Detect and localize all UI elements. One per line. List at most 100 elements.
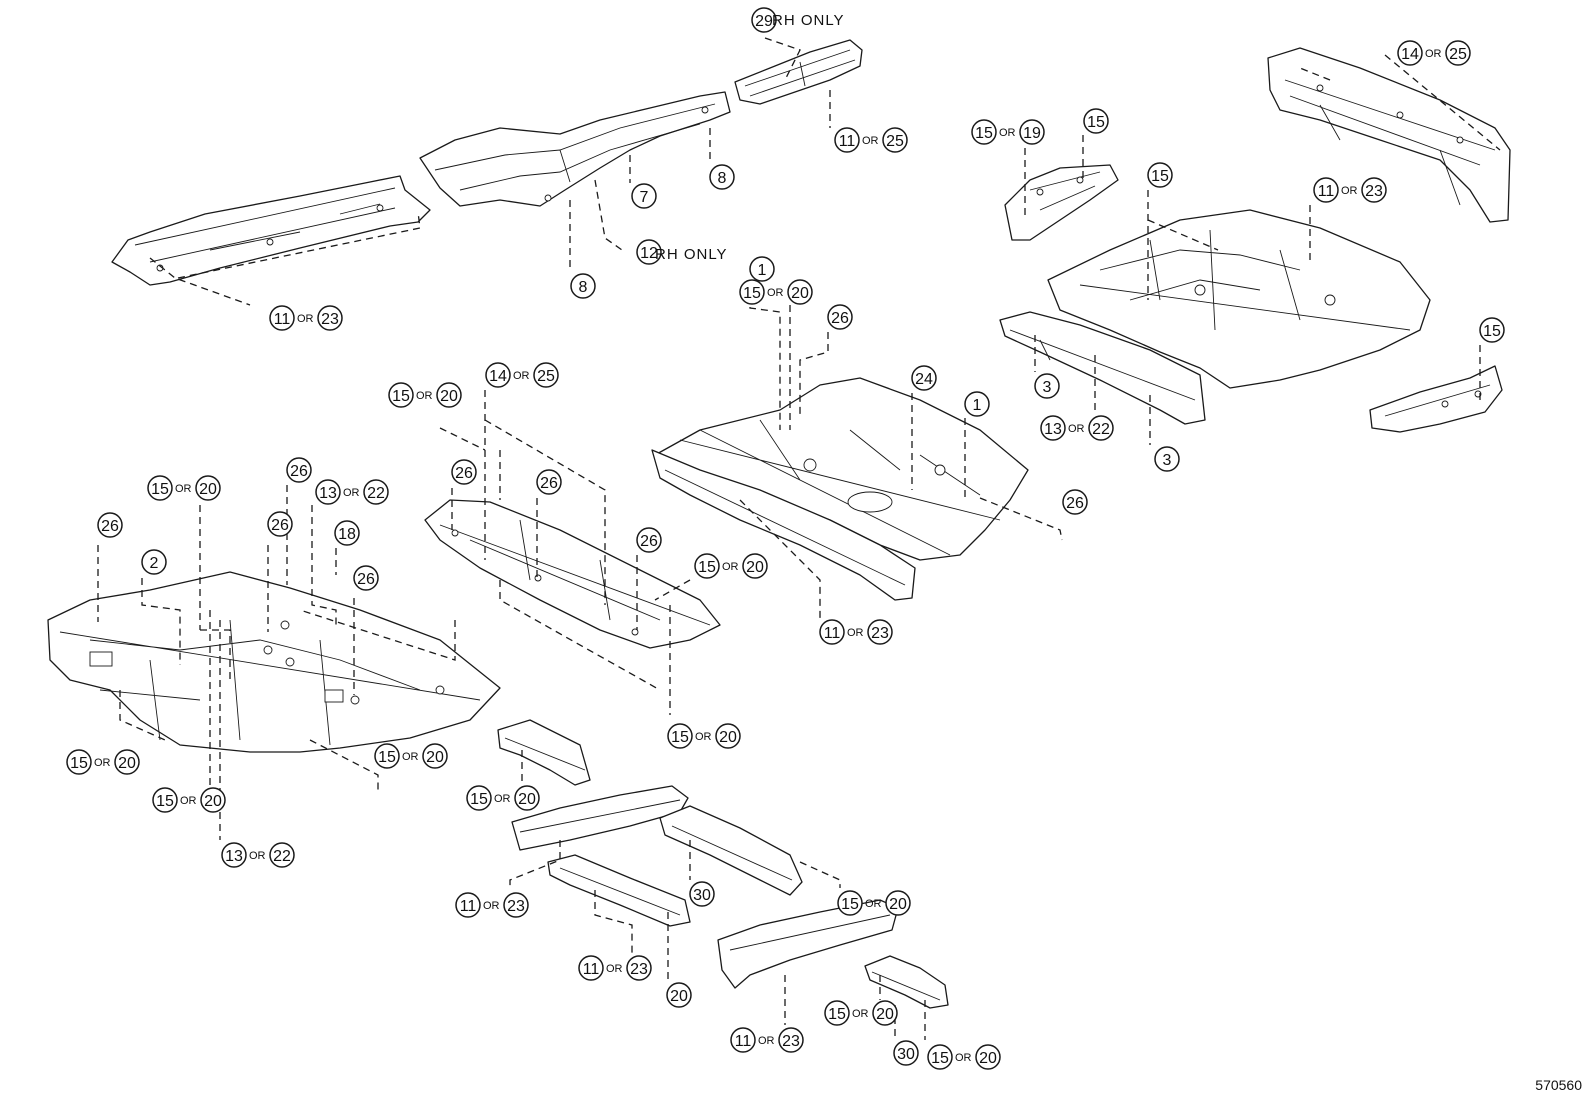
callout-part-number: 14	[1401, 46, 1419, 63]
callout-7: 7	[631, 183, 657, 209]
floor-crossmember-left-lower	[547, 854, 691, 927]
callout-part-number: 15	[743, 285, 761, 302]
callout-circle	[1147, 162, 1173, 188]
callout-or-text: OR	[862, 135, 879, 147]
callout-circle	[570, 273, 596, 299]
callout-circle	[787, 279, 813, 305]
callout-part-number: 15	[975, 125, 993, 142]
callout-circle	[742, 553, 768, 579]
callout-1: 1	[964, 391, 990, 417]
callout-15: 15	[1147, 162, 1173, 188]
callout-part-number: 11	[460, 898, 477, 915]
callout-24: 24	[911, 365, 937, 391]
callout-circle	[195, 475, 221, 501]
callout-circle	[353, 565, 379, 591]
callout-part-number: 23	[321, 311, 339, 328]
callout-circle	[971, 119, 997, 145]
callout-part-number: 11	[583, 961, 600, 978]
callout-circle	[286, 457, 312, 483]
callout-circle	[626, 955, 652, 981]
callout-15: 15	[1479, 317, 1505, 343]
callout-part-number: 20	[118, 755, 136, 772]
callout-part-number: 11	[1318, 183, 1335, 200]
callout-or-text: OR	[1341, 185, 1358, 197]
callout-26: 26	[827, 304, 853, 330]
callout-part-number: 23	[871, 625, 889, 642]
callout-29: 29	[751, 7, 777, 33]
callout-part-number: 15	[698, 559, 716, 576]
callout-part-number: 26	[540, 475, 558, 492]
rear-bracket-lower	[1369, 365, 1503, 433]
callout-part-number: 7	[640, 189, 649, 206]
front-side-member-center	[419, 91, 731, 207]
callout-circle	[485, 362, 511, 388]
callout-or-text: OR	[955, 1052, 972, 1064]
callout-circle	[317, 305, 343, 331]
callout-circle	[636, 239, 662, 265]
callout-part-number: 25	[886, 133, 904, 150]
callout-circle	[374, 743, 400, 769]
callout-18: 18	[334, 520, 360, 546]
callout-part-number: 30	[693, 887, 711, 904]
callout-3: 3	[1154, 446, 1180, 472]
callout-part-number: 23	[1365, 183, 1383, 200]
callout-circle	[1083, 108, 1109, 134]
rear-bracket-upper	[1004, 164, 1119, 241]
callout-part-number: 15	[671, 729, 689, 746]
callout-circle	[66, 749, 92, 775]
callout-circle	[1397, 40, 1423, 66]
callout-circle	[636, 527, 662, 553]
callout-circle	[751, 7, 777, 33]
callout-circle	[578, 955, 604, 981]
callout-part-number: 20	[518, 791, 536, 808]
callout-part-number: 11	[735, 1033, 752, 1050]
callout-2: 2	[141, 549, 167, 575]
callout-part-number: 30	[897, 1046, 915, 1063]
callout-part-number: 13	[225, 848, 243, 865]
callout-8: 8	[709, 164, 735, 190]
callout-or-text: OR	[513, 370, 530, 382]
callout-circle	[1040, 415, 1066, 441]
callout-12: 12	[636, 239, 662, 265]
floor-crossmember-right	[659, 805, 803, 896]
callout-26: 26	[267, 511, 293, 537]
callout-26: 26	[353, 565, 379, 591]
leader-lines	[97, 37, 1501, 1040]
callout-or-text: OR	[847, 627, 864, 639]
callout-circle	[749, 256, 775, 282]
callout-part-number: 23	[630, 961, 648, 978]
callout-part-number: 15	[931, 1050, 949, 1067]
callout-circle	[1445, 40, 1471, 66]
callout-part-number: 15	[70, 755, 88, 772]
callout-part-number: 20	[719, 729, 737, 746]
callout-circle	[975, 1044, 1001, 1070]
callout-circle	[739, 279, 765, 305]
rear-floor-cross-bar	[999, 311, 1206, 425]
callout-part-number: 3	[1163, 452, 1172, 469]
callout-circle	[911, 365, 937, 391]
callout-part-number: 26	[1066, 495, 1084, 512]
callout-circle	[152, 787, 178, 813]
callout-1: 1	[749, 256, 775, 282]
callout-30: 30	[689, 881, 715, 907]
callout-part-number: 15	[392, 388, 410, 405]
callout-part-number: 26	[290, 463, 308, 480]
callout-8: 8	[570, 273, 596, 299]
callout-circle	[388, 382, 414, 408]
callout-part-number: 26	[831, 310, 849, 327]
callout-26: 26	[1062, 489, 1088, 515]
callout-circle	[730, 1027, 756, 1053]
callout-or-text: OR	[94, 757, 111, 769]
callout-part-number: 20	[199, 481, 217, 498]
callout-part-number: 13	[319, 485, 337, 502]
callout-part-number: 15	[1483, 323, 1501, 340]
callout-part-number: 15	[156, 793, 174, 810]
callout-or-text: OR	[695, 731, 712, 743]
